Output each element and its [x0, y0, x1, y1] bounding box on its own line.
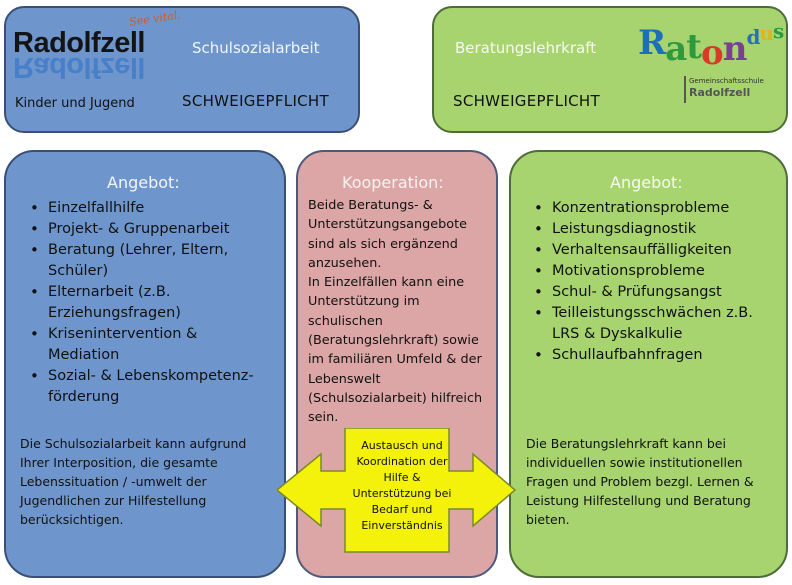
- left-description-line: berücksichtigen.: [20, 512, 124, 527]
- cooperation-text-line: Beide Beratungs- &: [308, 198, 433, 213]
- right-offer-item: Konzentrationsprobleme: [530, 198, 785, 219]
- left-description-line: Lebenssituation / -umwelt der: [20, 474, 207, 489]
- left-offer-list: EinzelfallhilfeProjekt- & GruppenarbeitB…: [26, 198, 281, 408]
- cooperation-text-line: im familiären Umfeld & der: [308, 352, 482, 368]
- ratondus-letter: n: [722, 29, 748, 69]
- arrow-label-line: Unterstützung bei: [352, 487, 452, 500]
- right-offer-list: KonzentrationsproblemeLeistungsdiagnosti…: [530, 198, 785, 366]
- radolfzell-logo-reflection: Radolfzell: [13, 51, 145, 83]
- right-description-line: Leistung Hilfestellung und Beratung: [526, 493, 751, 508]
- left-schweigepflicht: SCHWEIGEPFLICHT: [182, 92, 329, 110]
- ratondus-letter: s: [772, 19, 784, 43]
- cooperation-text-line: Unterstützungsangebote: [308, 217, 467, 233]
- right-offer-item: Schul- & Prüfungsangst: [530, 282, 785, 303]
- ratondus-logo: Ratondus: [638, 19, 784, 70]
- ratondus-letter: R: [638, 23, 666, 63]
- right-description-line: bieten.: [526, 512, 570, 527]
- school-type-label: Gemeinschaftsschule: [689, 77, 764, 85]
- left-offer-item: Einzelfallhilfe: [26, 198, 281, 219]
- cooperation-text-line: sind als sich ergänzend: [308, 236, 458, 252]
- schulsozialarbeit-header-box: [4, 6, 360, 133]
- school-city-label: Radolfzell: [689, 86, 751, 99]
- right-offer-item: Schullaufbahnfragen: [530, 345, 785, 366]
- left-offer-item: Elternarbeit (z.B.Erziehungsfragen): [26, 282, 281, 324]
- left-offer-item: Sozial- & Lebenskompetenz-förderung: [26, 366, 281, 408]
- ratondus-letter: d: [746, 25, 760, 49]
- right-offer-item: Leistungsdiagnostik: [530, 219, 785, 240]
- ratondus-letter: t: [686, 27, 702, 67]
- kinder-und-jugend-label: Kinder und Jugend: [15, 96, 135, 111]
- right-offer-item: Verhaltensauffälligkeiten: [530, 240, 785, 261]
- arrow-label-line: Austausch und: [361, 439, 443, 452]
- right-offer-heading: Angebot:: [610, 173, 683, 192]
- beratungslehrkraft-title: Beratungslehrkraft: [455, 39, 597, 57]
- schulsozialarbeit-title: Schulsozialarbeit: [192, 39, 320, 57]
- cooperation-text-line: anzusehen.: [308, 255, 382, 271]
- left-description-line: Die Schulsozialarbeit kann aufgrund: [20, 436, 247, 451]
- cooperation-text-line: (Beratungslehrkraft) sowie: [308, 333, 479, 349]
- left-offer-heading: Angebot:: [107, 173, 180, 192]
- cooperation-text-line: schulischen: [308, 313, 383, 329]
- cooperation-text-line: In Einzelfällen kann eine: [308, 275, 465, 291]
- exchange-double-arrow: [277, 428, 517, 553]
- ratondus-letter: o: [701, 33, 724, 73]
- left-offer-item: Projekt- & Gruppenarbeit: [26, 219, 281, 240]
- right-description-line: individuellen sowie institutionellen: [526, 455, 743, 470]
- cooperation-text-line: (Schulsozialarbeit) hilfreich: [308, 390, 483, 406]
- radolfzell-logo: Radolfzell: [13, 27, 145, 59]
- right-schweigepflicht: SCHWEIGEPFLICHT: [453, 92, 600, 110]
- arrow-label-line: Koordination der: [356, 455, 448, 468]
- ratondus-letter: a: [665, 29, 687, 69]
- arrow-label-line: Hilfe &: [383, 471, 421, 484]
- beratungslehrkraft-header-box: [432, 6, 788, 133]
- arrow-shape: [277, 428, 517, 553]
- cooperation-text-line: Lebenswelt: [308, 371, 381, 387]
- right-description-line: Die Beratungslehrkraft kann bei: [526, 436, 726, 451]
- left-description-line: Jugendlichen zur Hilfestellung: [20, 493, 207, 508]
- cooperation-heading: Kooperation:: [342, 173, 444, 192]
- school-logo-divider: [684, 76, 686, 103]
- left-offer-item: Beratung (Lehrer, Eltern,Schüler): [26, 240, 281, 282]
- cooperation-text: Beide Beratungs- & Unterstützungsangebote…: [308, 196, 492, 428]
- left-description-line: Ihrer Interposition, die gesamte: [20, 455, 218, 470]
- arrow-label-line: Bedarf und: [371, 503, 433, 516]
- ratondus-letter: u: [759, 21, 774, 45]
- arrow-label-line: Einverständnis: [361, 519, 443, 532]
- right-description-line: Fragen und Problem bezgl. Lernen &: [526, 474, 754, 489]
- cooperation-text-line: sein.: [308, 410, 339, 426]
- right-offer-item: Motivationsprobleme: [530, 261, 785, 282]
- left-offer-item: Krisenintervention &Mediation: [26, 324, 281, 366]
- right-description: Die Beratungslehrkraft kann bei individue…: [526, 434, 786, 529]
- right-offer-item: Teilleistungsschwächen z.B.LRS & Dyskalk…: [530, 303, 785, 345]
- cooperation-text-line: Unterstützung im: [308, 294, 420, 310]
